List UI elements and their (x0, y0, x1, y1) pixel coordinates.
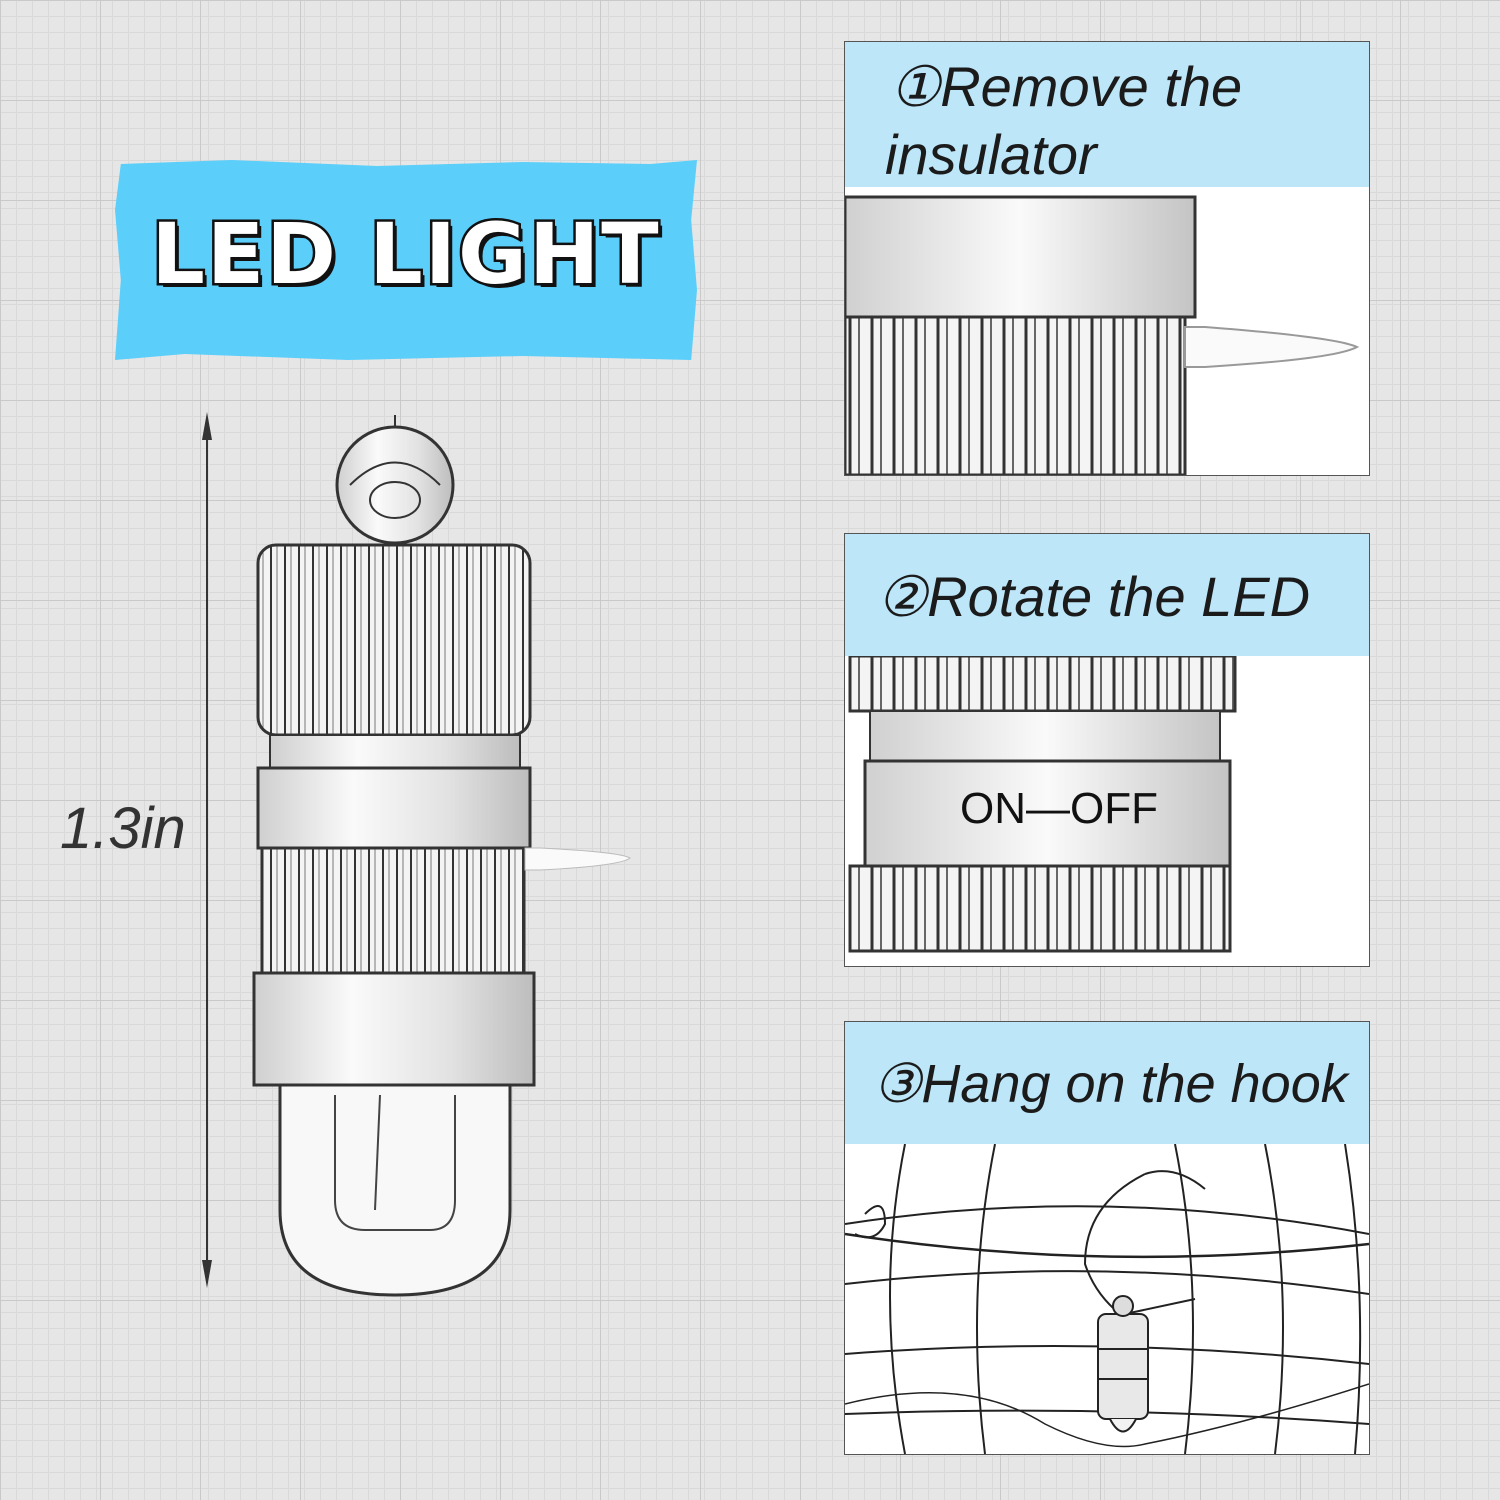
rotate-switch-icon (848, 656, 1237, 953)
step-2-header (845, 534, 1369, 656)
step-3-header (845, 1022, 1369, 1144)
dimension-arrow (202, 412, 212, 1288)
step-3-panel: ③Hang on the hook (844, 1021, 1370, 1455)
insulator-tab-icon (845, 195, 1360, 475)
title-text: LED LIGHT (149, 203, 661, 306)
step-1-label: ①Remove the (890, 55, 1243, 118)
dimension-label: 1.3in (60, 796, 186, 861)
step-3-label: ③Hang on the hook (873, 1054, 1348, 1114)
led-light-illustration (252, 415, 631, 1297)
step-1-label-line2: insulator (885, 123, 1097, 186)
step-2-label: ②Rotate the LED (877, 565, 1311, 628)
step-2-panel: ②Rotate the LED ON—OFF (844, 533, 1370, 967)
step-1-panel: ①Remove the insulator (844, 41, 1370, 476)
step-1-header (845, 42, 1369, 187)
on-off-label: ON—OFF (960, 784, 1158, 833)
lantern-hook-icon (845, 1144, 1369, 1454)
title-banner: LED LIGHT (115, 160, 697, 360)
